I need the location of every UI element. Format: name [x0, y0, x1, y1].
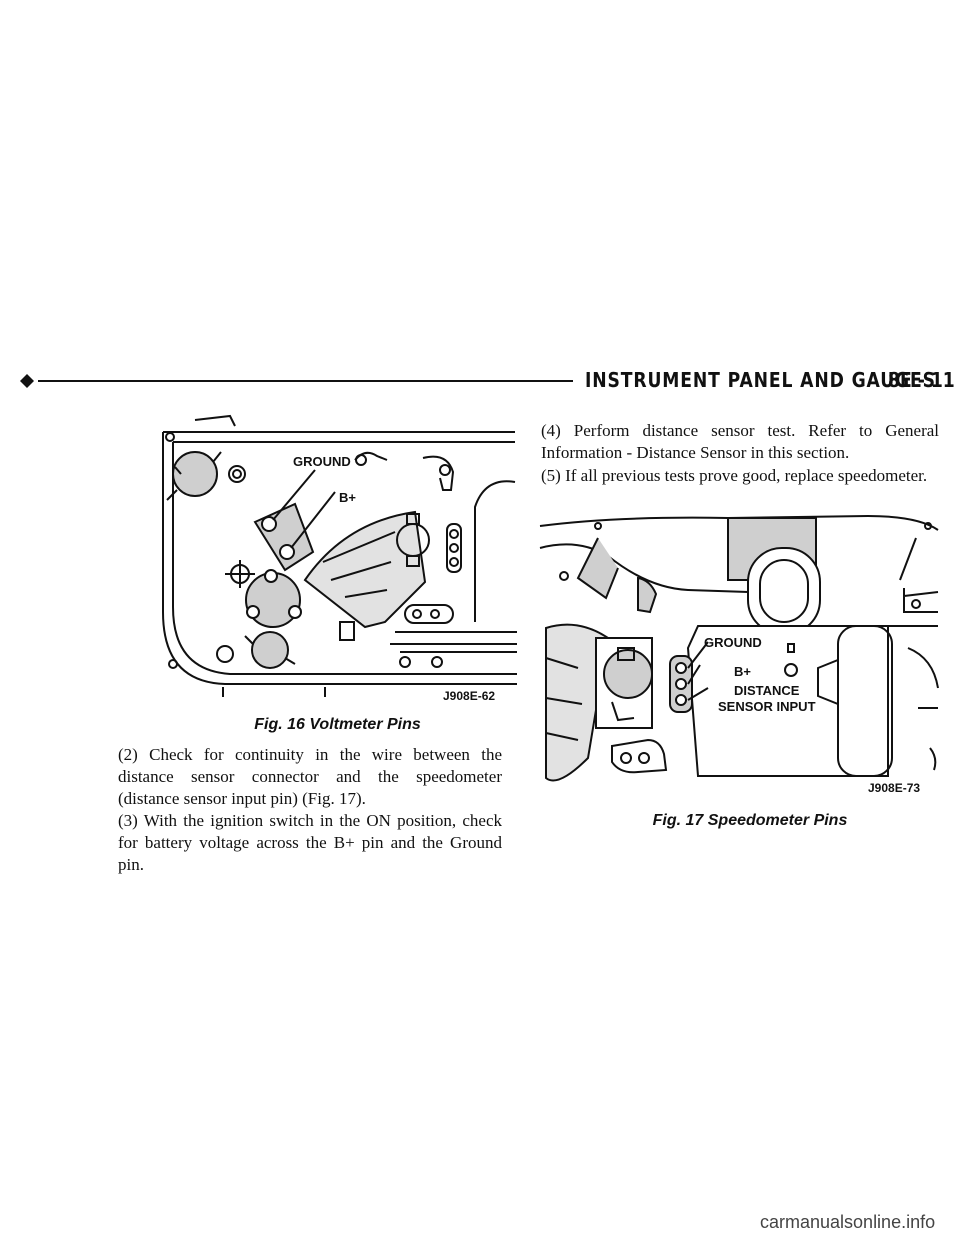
label-distance: DISTANCE [734, 683, 800, 698]
label-sensor-input: SENSOR INPUT [718, 699, 816, 714]
label-bplus: B+ [734, 664, 751, 679]
figure-voltmeter-pins: GROUND B+ J908E-62 [155, 412, 520, 712]
label-figure-code: J908E-62 [443, 689, 495, 703]
site-watermark: carmanualsonline.info [760, 1212, 936, 1232]
section-title: INSTRUMENT PANEL AND GAUGES [585, 368, 936, 392]
step-4-paragraph: (4) Perform distance sensor test. Refer … [541, 421, 939, 462]
header-rule [38, 380, 573, 382]
step-3-paragraph: (3) With the ignition switch in the ON p… [118, 811, 502, 874]
diamond-icon [20, 374, 34, 388]
label-bplus: B+ [339, 490, 356, 505]
voltmeter-diagram: GROUND B+ J908E-62 [162, 414, 517, 703]
page-number: 8E - 11 [888, 368, 955, 392]
step-2-paragraph: (2) Check for continuity in the wire bet… [118, 745, 502, 808]
page-header: INSTRUMENT PANEL AND GAUGES 8E - 11 [20, 368, 955, 398]
label-ground: GROUND [704, 635, 762, 650]
figure16-caption: Fig. 16 Voltmeter Pins [254, 716, 421, 733]
label-ground: GROUND [293, 454, 351, 469]
figure17-caption: Fig. 17 Speedometer Pins [652, 812, 848, 829]
speedometer-diagram: GROUND B+ DISTANCE SENSOR INPUT J908E-73 [539, 514, 939, 795]
step-5-paragraph: (5) If all previous tests prove good, re… [541, 466, 928, 485]
figure-speedometer-pins: GROUND B+ DISTANCE SENSOR INPUT J908E-73 [538, 508, 943, 798]
label-figure-code: J908E-73 [868, 781, 920, 795]
